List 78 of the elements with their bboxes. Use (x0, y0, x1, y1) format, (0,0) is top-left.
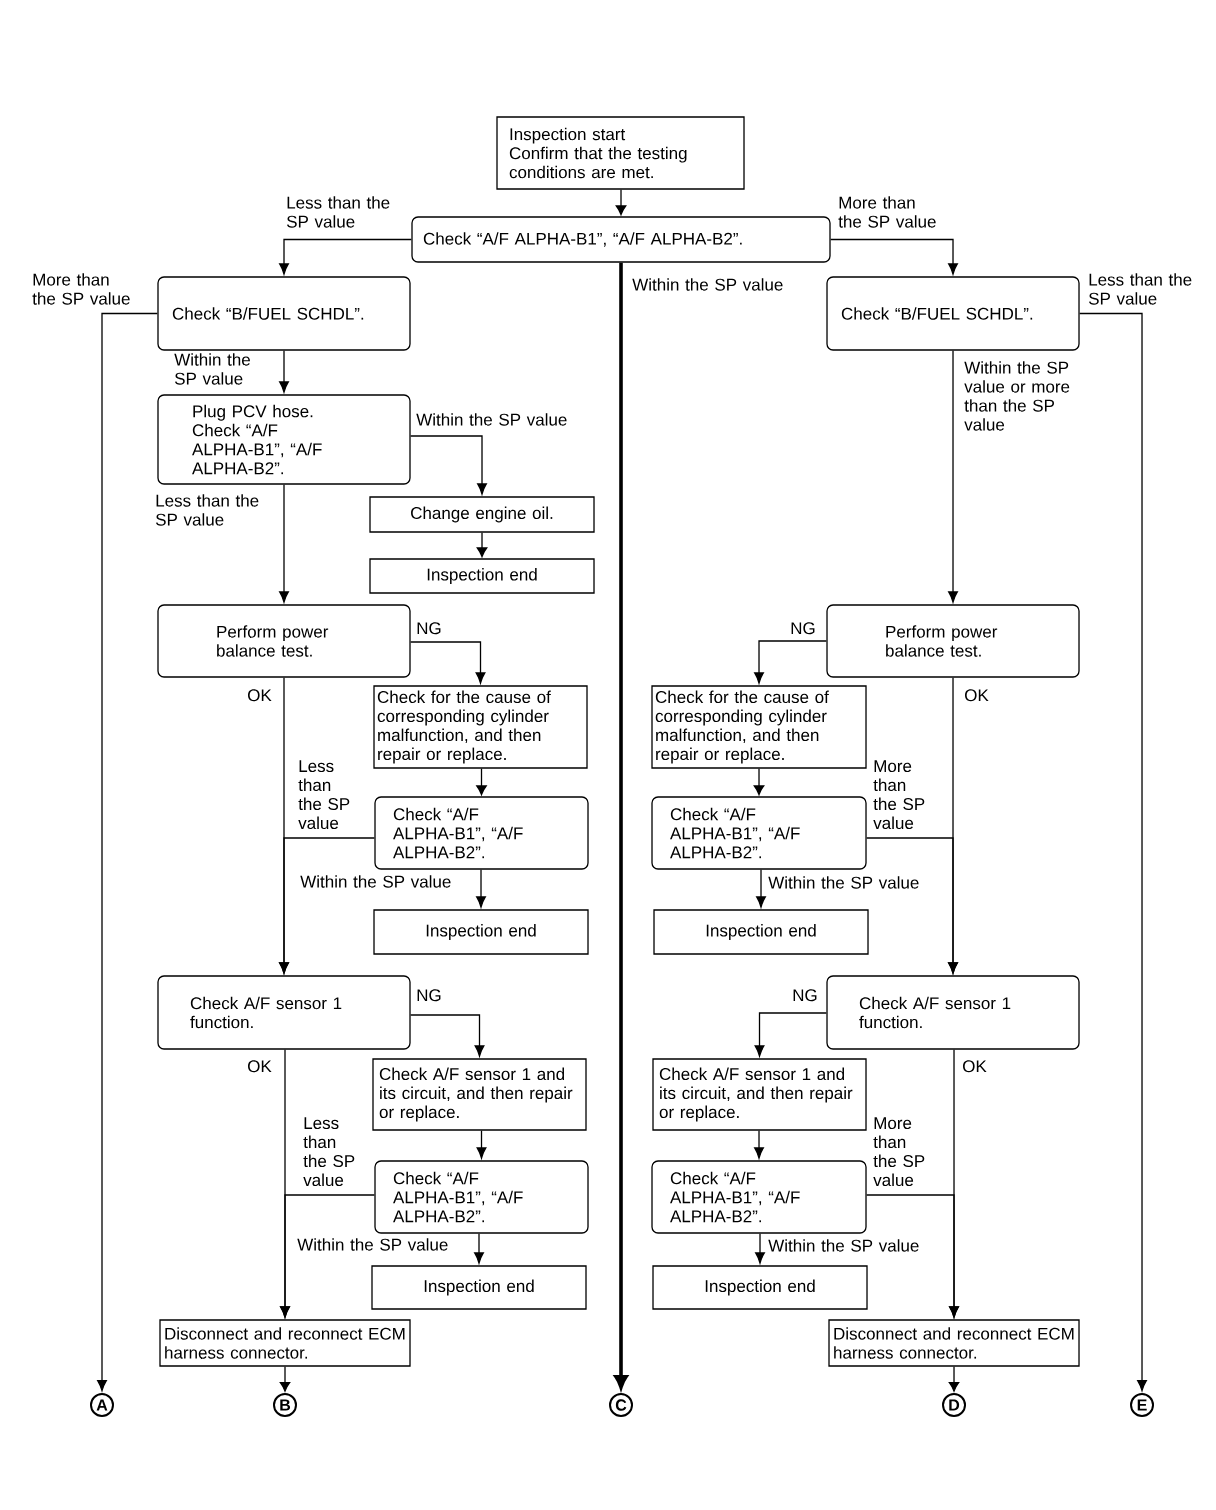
edge-label: OK (248, 689, 272, 702)
arrow (279, 837, 375, 974)
edge-label: Within the SP value (632, 278, 783, 291)
arrow (279, 350, 289, 393)
decision-box: Check “A/F ALPHA-B1”, “A/F ALPHA-B2”. (411, 216, 831, 263)
arrow (410, 641, 486, 684)
arrow (476, 768, 487, 796)
end-box: Inspection end (371, 1265, 587, 1310)
decision-box: Check “B/FUEL SCHDL”. (157, 276, 411, 351)
edge-label: More than the SP value (32, 273, 130, 305)
edge-label: NG (791, 622, 815, 635)
arrow (756, 869, 766, 908)
edge-label: Less than the SP value (1089, 273, 1192, 305)
arrow (866, 837, 958, 974)
arrow (866, 1194, 959, 1318)
edge-label: OK (963, 1060, 987, 1073)
arrow (279, 238, 412, 275)
end-box: Inspection end (653, 909, 869, 955)
arrow (476, 532, 488, 558)
start-box: Inspection start Confirm that the testing conditions are met. (496, 116, 745, 190)
process-box: Check for the cause of corresponding cylinder malfunction, and then repair or replace. (651, 685, 867, 769)
arrow (476, 1130, 487, 1159)
arrow (410, 1014, 485, 1057)
edge-label: More than the SP value (873, 1117, 925, 1187)
arrow (754, 1130, 764, 1159)
arrow (830, 238, 958, 275)
arrow (754, 640, 827, 684)
edge-label: OK (965, 689, 989, 702)
arrow (615, 189, 627, 216)
edge-label: Less than the SP value (155, 494, 259, 526)
arrow (948, 350, 958, 603)
decision-box: Check “B/FUEL SCHDL”. (826, 276, 1080, 351)
arrow (280, 1194, 375, 1318)
arrow (1079, 312, 1147, 1392)
arrow (279, 1366, 291, 1392)
decision-box: Check A/F sensor 1 function. (826, 975, 1080, 1050)
process-box: Check A/F sensor 1 and its circuit, and then repair or replace. (372, 1058, 587, 1131)
arrow (97, 312, 158, 1392)
edge-label: More than the SP value (838, 196, 936, 228)
edge-label: Within the SP value (768, 1239, 919, 1252)
arrow (279, 484, 289, 603)
decision-box: Check “A/F ALPHA-B1”, “A/F ALPHA-B2”. (374, 796, 589, 870)
decision-box: Perform power balance test. (826, 604, 1080, 678)
edge-label: NG (417, 622, 441, 635)
edge-label: Within the SP value (297, 1238, 448, 1251)
decision-box: Perform power balance test. (157, 604, 411, 678)
process-box: Check for the cause of corresponding cylinder malfunction, and then repair or replace. (373, 685, 588, 769)
edge-label: Less than the SP value (298, 760, 350, 830)
arrow (753, 768, 765, 796)
edge-label: Within the SP value (300, 875, 451, 888)
arrow (755, 1233, 765, 1264)
edge-label: NG (417, 989, 441, 1002)
end-box: Inspection end (652, 1265, 868, 1310)
end-box: Inspection end (369, 558, 595, 594)
edge-label: NG (793, 989, 817, 1002)
edge-label: Within the SP value or more than the SP value (964, 361, 1070, 431)
decision-box: Plug PCV hose. Check “A/F ALPHA-B1”, “A/F ALPHA-B2”. (157, 394, 411, 485)
end-box: Change engine oil. (369, 496, 595, 533)
process-box: Disconnect and reconnect ECM harness connector. (159, 1319, 411, 1367)
arrow (410, 435, 487, 495)
process-box: Check A/F sensor 1 and its circuit, and then repair or replace. (652, 1058, 867, 1131)
arrow (948, 1366, 960, 1392)
decision-box: Check “A/F ALPHA-B1”, “A/F ALPHA-B2”. (651, 796, 867, 870)
edge-label: OK (248, 1060, 272, 1073)
end-box: Inspection end (373, 909, 589, 955)
arrow (476, 869, 486, 908)
edge-label: Less than the SP value (286, 196, 390, 228)
arrow (474, 1233, 484, 1264)
edge-label: Less than the SP value (303, 1117, 355, 1187)
edge-label: Within the SP value (174, 353, 250, 385)
decision-box: Check “A/F ALPHA-B1”, “A/F ALPHA-B2”. (374, 1160, 589, 1234)
decision-box: Check “A/F ALPHA-B1”, “A/F ALPHA-B2”. (651, 1160, 867, 1234)
edge-label: Within the SP value (416, 413, 567, 426)
process-box: Disconnect and reconnect ECM harness connector. (828, 1319, 1080, 1367)
edge-label: More than the SP value (873, 760, 925, 830)
decision-box: Check A/F sensor 1 function. (157, 975, 411, 1050)
arrow (754, 1012, 827, 1057)
edge-label: Within the SP value (768, 876, 919, 889)
